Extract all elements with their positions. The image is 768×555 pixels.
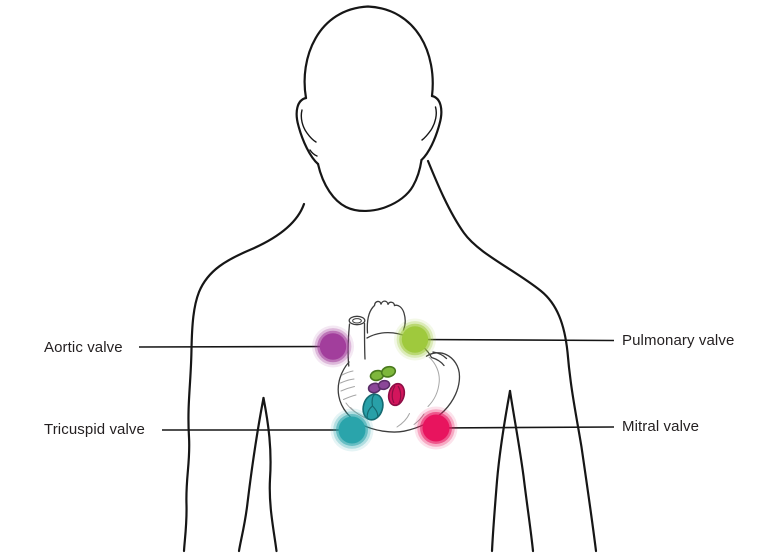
left-ear-icon xyxy=(295,96,320,166)
pulmonary-valve-label: Pulmonary valve xyxy=(622,332,735,349)
tricuspid-valve-marker xyxy=(330,408,374,452)
aortic-valve-label: Aortic valve xyxy=(44,339,123,356)
left-inner-arm-outline xyxy=(237,396,265,553)
left-ear-inner xyxy=(300,109,318,157)
mitral-valve-line xyxy=(435,426,615,429)
right-shoulder-arm-outline xyxy=(426,159,598,553)
right-atrium-crease xyxy=(427,356,440,407)
torso-outline xyxy=(182,5,598,553)
aortic-valve-line xyxy=(138,345,334,348)
mitral-valve-label: Mitral valve xyxy=(622,418,700,435)
svc-opening-inner xyxy=(352,318,362,324)
right-torso-side-outline xyxy=(490,389,512,553)
left-shoulder-arm-outline xyxy=(182,202,306,553)
right-ear-inner xyxy=(421,106,437,141)
connector-lines xyxy=(138,338,615,431)
trabeculation-lines xyxy=(340,370,357,400)
tricuspid-valve-shape xyxy=(362,393,384,421)
jaw-outline xyxy=(316,158,423,213)
pulmonary-valve-marker xyxy=(394,318,436,361)
pulmonary-valve-line xyxy=(414,338,615,342)
aortic-valve-marker xyxy=(312,325,354,368)
right-inner-arm-outline xyxy=(508,389,535,553)
apex-detail-lines xyxy=(345,402,425,428)
right-ear-icon xyxy=(420,94,443,162)
tricuspid-valve-label: Tricuspid valve xyxy=(44,421,145,438)
left-torso-side-outline xyxy=(262,396,278,553)
aortic-arch xyxy=(366,300,406,334)
mitral-valve-marker xyxy=(414,406,458,450)
mitral-valve-shape xyxy=(387,382,406,407)
head-outline xyxy=(303,5,434,100)
heart-detail-strokes xyxy=(340,356,440,428)
pulmonary-valve-shape xyxy=(369,365,397,382)
aortic-valve-shape xyxy=(367,379,391,394)
